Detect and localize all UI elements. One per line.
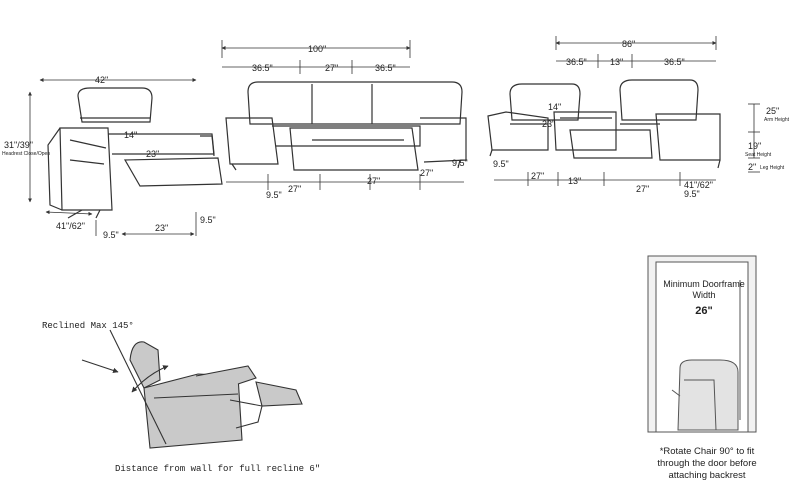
chair-arm-left-label: 9.5" (103, 230, 119, 240)
recline-max-label: Reclined Max 145° (42, 321, 134, 331)
door-note-line1: *Rotate Chair 90° to fit (660, 446, 755, 457)
sofa-right-section-label: 36.5" (375, 63, 396, 73)
door-note-line2: through the door before (657, 458, 756, 469)
seat-height-label: 19" (748, 141, 761, 151)
sofa-arm-right-label: 9.5" (452, 158, 468, 168)
loveseat-depth-label: 41"/62" (684, 180, 713, 190)
sofa-middle-section-label: 27" (325, 63, 338, 73)
leg-height-caption: Leg Height (760, 165, 785, 171)
loveseat-width-label: 86" (622, 39, 635, 49)
sofa-arm-left-label: 9.5" (266, 190, 282, 200)
chair-arm-right-label: 9.5" (200, 215, 216, 225)
arm-height-caption: Arm Height (764, 117, 790, 123)
loveseat-dimensions (494, 36, 760, 186)
chair-seat-width-label: 23" (155, 223, 168, 233)
loveseat-labels: 86" 36.5" 13" 36.5" 14" 23" 9.5" 27" 13"… (493, 39, 790, 199)
loveseat-right-section-label: 36.5" (664, 57, 685, 67)
recline-labels: Reclined Max 145° Distance from wall for… (42, 321, 320, 474)
chair-drawing (47, 87, 223, 219)
sofa-dimensions (221, 40, 464, 190)
loveseat-console-section-label: 13" (610, 57, 623, 67)
sofa-seat-1-label: 27" (288, 184, 301, 194)
loveseat-seat-left-label: 27" (531, 171, 544, 181)
loveseat-console-label: 13" (568, 176, 581, 186)
chair-width-label: 42" (95, 75, 108, 85)
loveseat-arm-top-label: 14" (548, 102, 561, 112)
door-width-value: 26" (695, 305, 712, 317)
chair-dimensions (28, 78, 197, 236)
leg-height-label: 2" (748, 162, 756, 172)
loveseat-arm-left-label: 9.5" (493, 159, 509, 169)
loveseat-drawing (487, 79, 721, 169)
chair-labels: 42" 31"/39" Headrest Close/Open 14" 23" … (2, 75, 216, 240)
chair-arm-top-label: 14" (124, 130, 137, 140)
loveseat-arm-right-label: 9.5" (684, 189, 700, 199)
arm-height-label: 25" (766, 106, 779, 116)
sofa-labels: 100" 36.5" 27" 36.5" 9.5" 27" 27" 27" 9.… (252, 44, 468, 200)
door-title-line2: Width (692, 290, 715, 300)
sofa-seat-3-label: 27" (420, 168, 433, 178)
sofa-width-label: 100" (308, 44, 326, 54)
sofa-drawing (225, 81, 467, 171)
chair-seat-depth-label: 23" (146, 149, 159, 159)
loveseat-seat-depth-label: 23" (542, 119, 555, 129)
doorframe-illustration (647, 255, 757, 433)
loveseat-left-section-label: 36.5" (566, 57, 587, 67)
seat-height-caption: Seat Height (745, 152, 772, 158)
sofa-seat-2-label: 27" (367, 176, 380, 186)
recline-wall-distance-label: Distance from wall for full recline 6" (115, 464, 320, 474)
sofa-left-section-label: 36.5" (252, 63, 273, 73)
door-note-line3: attaching backrest (668, 470, 745, 481)
door-title-line1: Minimum Doorframe (663, 279, 745, 289)
loveseat-seat-right-label: 27" (636, 184, 649, 194)
chair-height-label: 31"/39" (4, 140, 33, 150)
door-labels: Minimum Doorframe Width 26" *Rotate Chai… (657, 279, 756, 481)
chair-height-note: Headrest Close/Open (2, 151, 50, 157)
recline-side-view (81, 329, 303, 449)
chair-depth-label: 41"/62" (56, 221, 85, 231)
